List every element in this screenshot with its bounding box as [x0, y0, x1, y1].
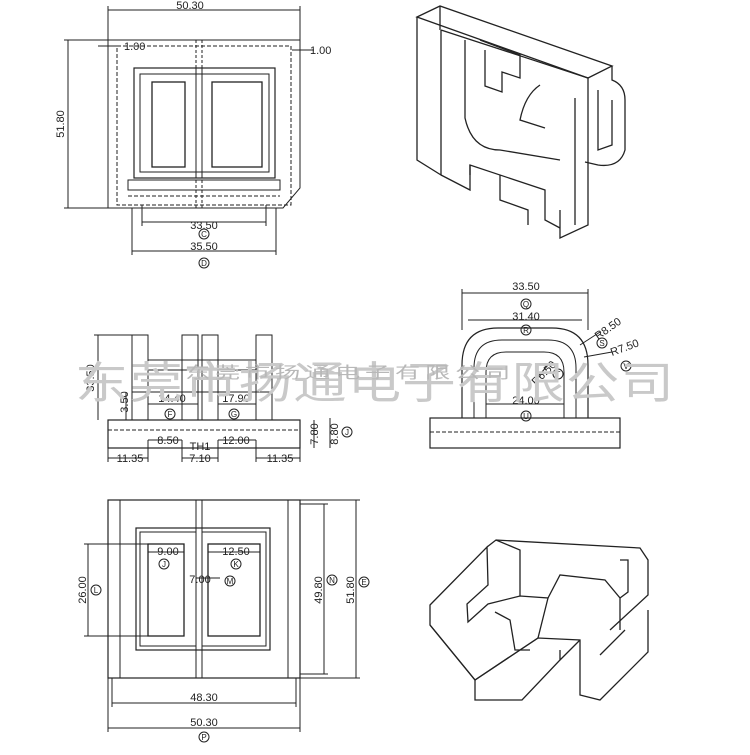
front-edge-right: 11.35 — [267, 453, 294, 465]
side-base-label: U — [523, 412, 529, 421]
top-offset-left: 1.00 — [124, 41, 145, 53]
front-step: 3.50 — [119, 391, 131, 412]
bottom-slot-left-label: J — [162, 560, 166, 569]
bottom-slot-right-label: K — [233, 560, 239, 569]
bottom-width-inner: 48.30 — [190, 692, 218, 704]
top-outer-width-label: D — [201, 259, 207, 268]
isometric-view-top — [415, 5, 626, 240]
bottom-height-outer: 51.80 — [345, 576, 357, 604]
front-slot-left-label: F — [168, 410, 173, 419]
watermark-large: 东莞市扬通电子有限公司 — [75, 359, 675, 408]
bottom-center-label: M — [227, 577, 234, 586]
front-pin-right: 12.00 — [222, 435, 250, 447]
top-width-overall: 50.30 — [176, 0, 204, 12]
side-width-overall-label: Q — [523, 300, 529, 309]
bottom-height-left: 26.00 — [77, 576, 89, 604]
top-inner-width: 33.50 — [190, 220, 218, 232]
front-center-gap: 7.10 — [189, 453, 210, 465]
top-height-overall: 51.80 — [55, 110, 67, 138]
side-radius-mid-label: V — [623, 362, 629, 371]
front-slot-right: 17.90 — [222, 393, 250, 405]
front-height: 33.50 — [85, 364, 97, 392]
top-view — [64, 6, 314, 269]
side-width-inner-label: R — [523, 326, 529, 335]
watermark-small: 东莞市扬通电子有限公司 — [185, 364, 515, 382]
bottom-height-inner: 49.80 — [313, 576, 325, 604]
bottom-center: 7.00 — [189, 574, 210, 586]
bottom-slot-left: 9.00 — [157, 546, 178, 558]
front-pin-left: 8.50 — [157, 435, 178, 447]
top-offset-right: 1.00 — [310, 45, 331, 57]
side-radius-inner-label: T — [556, 370, 561, 379]
top-inner-width-label: C — [201, 230, 207, 239]
bottom-slot-right: 12.50 — [222, 546, 250, 558]
bottom-height-outer-label: E — [361, 578, 366, 587]
front-edge-left: 11.35 — [117, 453, 144, 465]
bottom-height-inner-label: N — [329, 576, 335, 585]
front-base-label: J — [345, 428, 349, 437]
front-th: TH1 — [190, 441, 211, 453]
bottom-width-outer: 50.30 — [190, 717, 218, 729]
front-view — [94, 334, 353, 462]
side-width-inner: 31.40 — [512, 311, 540, 323]
side-radius-mid: R7.50 — [609, 338, 641, 359]
side-radius-outer-label: S — [599, 339, 604, 348]
front-slot-right-label: G — [231, 410, 237, 419]
front-slot-left: 14.40 — [158, 393, 186, 405]
top-outer-width: 35.50 — [190, 241, 218, 253]
front-base-h1: 7.80 — [309, 423, 321, 444]
side-width-overall: 33.50 — [512, 281, 540, 293]
bottom-view — [84, 499, 370, 743]
side-view — [429, 289, 632, 449]
front-base-h2: 8.80 — [329, 423, 341, 444]
bottom-height-left-label: L — [94, 586, 99, 595]
bottom-width-outer-label: P — [201, 733, 206, 742]
isometric-view-bottom — [429, 539, 649, 701]
side-base-width: 24.00 — [512, 395, 540, 407]
side-radius-outer: R8.50 — [593, 316, 624, 343]
watermark: 东莞市扬通电子有限公司 东莞市扬通电子有限公司 — [75, 359, 675, 408]
